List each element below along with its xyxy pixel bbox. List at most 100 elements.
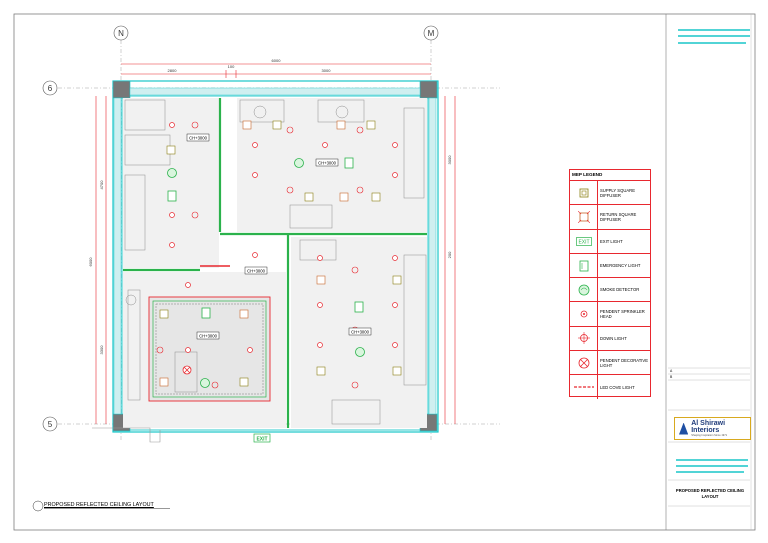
supply-diffuser <box>371 192 381 202</box>
dim-height-lower: 3300 <box>99 345 104 355</box>
return-diffuser <box>336 120 346 130</box>
grid-label-n: N <box>118 29 124 38</box>
legend-row: PENDENT DECORATIVE LIGHT <box>570 351 650 376</box>
interior-partitions <box>123 98 427 428</box>
grid-bubble-5 <box>42 416 58 432</box>
legend-row: EXIT EXIT LIGHT <box>570 229 650 254</box>
company-tagline: Shaping Inspiration Since 1971 <box>691 434 728 437</box>
plan-title: PROPOSED REFLECTED CEILING LAYOUT <box>44 502 154 508</box>
return-diffuser <box>159 377 169 387</box>
right-wall-hatch <box>428 97 437 415</box>
sprinkler-head-icon <box>570 302 598 326</box>
dim-right-span: 3000 <box>322 68 332 73</box>
exit-sign-label: EXIT <box>256 437 267 443</box>
legend-label: RETURN SQUARE DIFFUSER <box>600 211 637 222</box>
column-nw <box>112 80 131 99</box>
return-diffuser <box>242 120 252 130</box>
smoke-detectors <box>167 158 365 388</box>
room-tag: CH+3000 <box>351 330 369 335</box>
down-light-icon <box>570 326 598 351</box>
title-block-notes <box>676 29 750 473</box>
legend-row: DOWN LIGHT <box>570 326 650 352</box>
mep-legend: MEP LEGEND SUPPLY SQUARE DIFFUSER RETURN… <box>569 169 651 399</box>
legend-label: DOWN LIGHT <box>600 335 627 341</box>
company-logo-icon <box>679 422 689 435</box>
dim-height-upper: 4700 <box>99 180 104 190</box>
decorative-light-icon <box>570 351 598 375</box>
return-diffuser <box>239 309 249 319</box>
exit-light-icon: EXIT <box>570 229 598 253</box>
grid-bubbles: N M 6 5 <box>42 25 439 432</box>
grid-label-5: 5 <box>48 420 53 429</box>
led-cove-light-icon <box>570 375 598 399</box>
supply-diffuser <box>159 309 169 319</box>
supply-diffuser <box>304 192 314 202</box>
exterior-walls <box>112 80 439 433</box>
legend-label: PENDENT DECORATIVE LIGHT <box>600 357 649 368</box>
supply-diffuser <box>166 145 176 155</box>
supply-diffuser <box>392 366 402 376</box>
grid-bubble-n <box>113 25 129 41</box>
revision-row-b: B <box>670 375 673 379</box>
revision-table <box>668 367 750 507</box>
dim-right-upper: 3000 <box>447 155 452 165</box>
decorative-lights <box>182 365 192 375</box>
exit-light-icon <box>253 433 271 443</box>
supply-diffuser <box>239 377 249 387</box>
legend-row: EMERGENCY LIGHT <box>570 253 650 279</box>
legend-row: LED COVE LIGHT <box>570 375 650 399</box>
emergency-light-icon <box>570 253 598 278</box>
legend-label: LED COVE LIGHT <box>600 384 635 390</box>
down-lights <box>156 121 364 389</box>
return-diffuser-icon <box>570 205 598 229</box>
legend-row: SMOKE DETECTOR <box>570 278 650 303</box>
left-wall-hatch <box>113 97 122 415</box>
dimension-lines <box>95 63 456 424</box>
emergency-lights <box>167 157 364 319</box>
room-tag: CH+3000 <box>189 136 207 141</box>
dim-left-span: 2800 <box>168 68 178 73</box>
dim-overall: 6000 <box>272 58 282 63</box>
grid-label-6: 6 <box>48 84 53 93</box>
plan-title-bubble <box>32 500 44 512</box>
supply-diffuser-icon <box>570 181 598 205</box>
room-tag: CH+3000 <box>318 161 336 166</box>
company-logo: Al Shirawi Interiors Shaping Inspiration… <box>674 417 751 440</box>
room-tag: CH+3000 <box>199 334 217 339</box>
supply-diffuser <box>272 120 282 130</box>
supply-diffuser <box>392 275 402 285</box>
supply-diffuser <box>316 366 326 376</box>
legend-label: EMERGENCY LIGHT <box>600 263 641 269</box>
legend-label: EXIT LIGHT <box>600 238 623 244</box>
legend-label: SMOKE DETECTOR <box>600 287 640 293</box>
legend-label: SUPPLY SQUARE DIFFUSER <box>600 187 635 198</box>
supply-diffuser <box>366 120 376 130</box>
revision-row-a: A <box>670 369 673 373</box>
legend-title: MEP LEGEND <box>570 170 650 181</box>
dim-mid-gap: 100 <box>228 64 235 69</box>
title-block-drawing-name: PROPOSED REFLECTED CEILING LAYOUT <box>675 488 745 499</box>
grid-label-m: M <box>428 29 435 38</box>
dimension-text: 6000 2800 100 3000 6000 4700 3300 3000 2… <box>88 58 452 354</box>
return-diffuser <box>339 192 349 202</box>
grid-bubble-6 <box>42 80 58 96</box>
legend-label: PENDENT SPRINKLER HEAD <box>600 309 645 320</box>
supply-diffusers <box>159 120 402 387</box>
legend-row: SUPPLY SQUARE DIFFUSER <box>570 181 650 206</box>
column-ne <box>419 80 438 99</box>
legend-row: RETURN SQUARE DIFFUSER <box>570 205 650 230</box>
company-name: Al Shirawi Interiors <box>691 420 726 434</box>
sprinkler-heads <box>169 122 398 353</box>
legend-row: PENDENT SPRINKLER HEAD <box>570 302 650 327</box>
top-wall-hatch <box>129 87 421 96</box>
grid-bubble-m <box>423 25 439 41</box>
return-diffuser <box>316 275 326 285</box>
room-tag: CH+3000 <box>247 269 265 274</box>
return-diffusers <box>159 120 349 387</box>
svg-text:EXIT: EXIT <box>578 239 589 245</box>
entrance-outline <box>92 427 161 443</box>
smoke-detector-icon <box>570 278 598 302</box>
dim-height-total: 6000 <box>88 257 93 267</box>
dim-right-mid: 200 <box>447 251 452 258</box>
